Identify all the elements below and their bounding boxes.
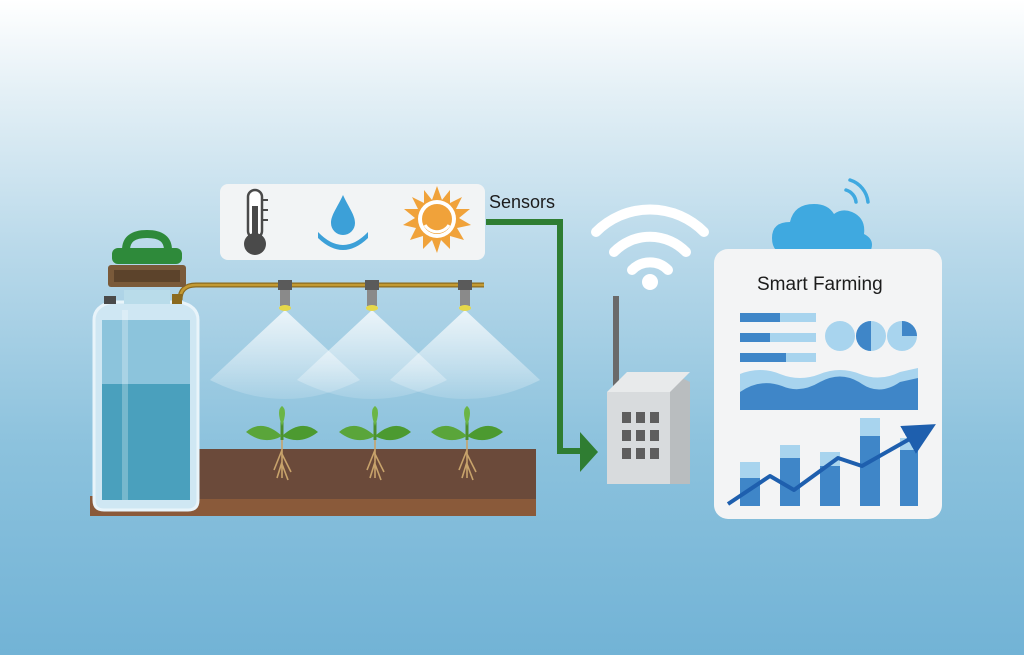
progress-bar-fill [740,333,770,342]
leaf [372,406,378,426]
sensors-label: Sensors [489,192,556,212]
progress-bar-fill [740,313,780,322]
leaf [246,425,282,441]
leaf [431,425,467,441]
sensor-panel [220,184,485,260]
plant-1 [246,406,318,481]
leaf [282,425,318,441]
plant-3 [431,406,503,481]
pie-icon [825,321,855,351]
water-tank [92,229,200,512]
leaf [339,425,375,441]
sprinkler-head [278,280,292,290]
dashboard-title: Smart Farming [757,274,883,295]
sprinkler-3 [390,280,540,399]
plant-2 [339,406,411,481]
dashboard-progress-bars [740,313,816,362]
plant-roots [458,438,477,481]
signal-arrow-head [580,432,598,472]
sprinkler-head [458,280,472,290]
wifi-icon [591,204,709,290]
leaf [467,425,503,441]
leaf [375,425,411,441]
progress-bar-fill [740,353,786,362]
dashboard-area-chart [740,368,918,410]
sensor-signal-line [486,219,598,472]
sun-icon [403,186,471,253]
tank-water [102,384,190,500]
dashboard-panel [714,249,942,519]
plant-roots [273,438,292,481]
water-spray [390,310,540,399]
dashboard-bar-chart [726,418,936,506]
tank-handle [122,229,172,251]
thermometer-icon [244,188,268,255]
leaf [464,406,470,426]
sprinkler-pipe [177,282,484,301]
trend-arrow [726,424,936,506]
tank-lid [112,248,182,264]
gateway-device [607,296,690,484]
plant-roots [366,438,385,481]
cloud-icon [772,178,872,256]
soil-bed [90,449,536,516]
sprinkler-head [365,280,379,290]
tank-neck [124,290,170,304]
leaf [279,406,285,426]
water-drop-icon [318,195,368,250]
dashboard-pie-icons [825,321,917,351]
gateway-antenna [613,296,619,394]
